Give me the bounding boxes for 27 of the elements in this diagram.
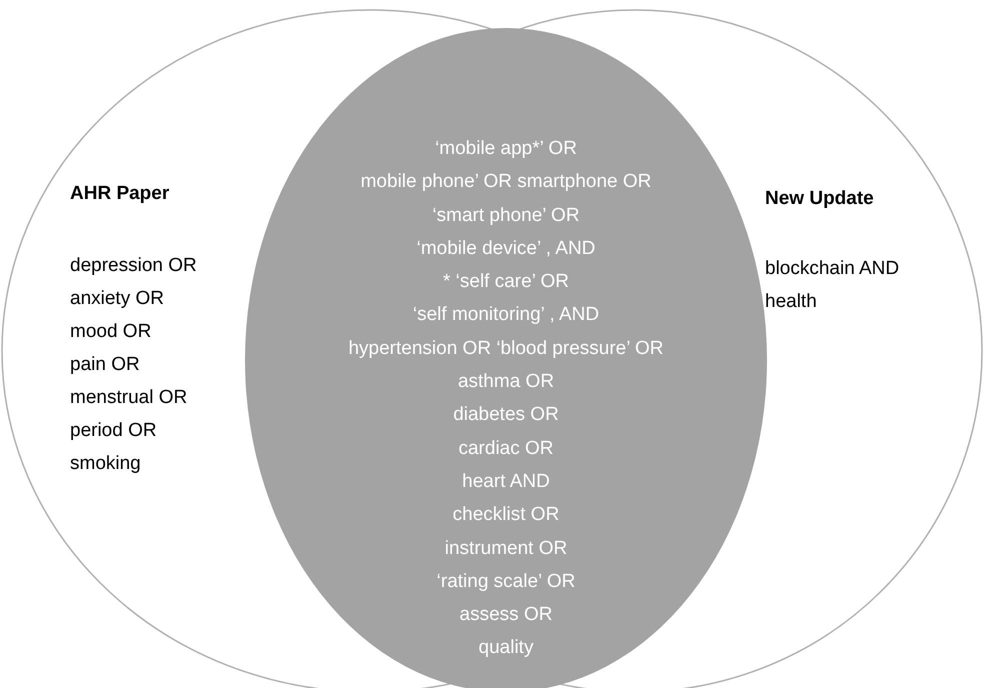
search-term: smoking: [70, 452, 141, 476]
search-term: ‘rating scale’ OR: [436, 570, 576, 594]
search-term: heart AND: [462, 470, 550, 494]
search-term: anxiety OR: [70, 287, 164, 311]
search-term: hypertension OR ‘blood pressure’ OR: [348, 336, 664, 361]
search-term: depression OR: [70, 254, 197, 278]
search-term: * ‘self care’ OR: [443, 270, 569, 294]
search-term: blockchain AND: [765, 257, 900, 281]
search-term: assess OR: [460, 603, 552, 628]
search-term: pain OR: [70, 353, 140, 377]
search-term: mobile phone’ OR smartphone OR: [360, 170, 652, 194]
set-heading: AHR Paper: [70, 182, 170, 206]
search-term: mood OR: [70, 320, 152, 344]
set-heading: New Update: [765, 187, 874, 211]
search-term: health: [765, 290, 817, 314]
search-term: ‘smart phone’ OR: [432, 204, 580, 228]
search-term: asthma OR: [458, 370, 554, 394]
search-term: menstrual OR: [70, 386, 188, 410]
search-term: ‘mobile device’ , AND: [416, 236, 596, 261]
search-term: cardiac OR: [458, 436, 554, 461]
search-term: ‘mobile app*’ OR: [435, 137, 577, 161]
search-term: checklist OR: [452, 503, 560, 528]
search-term: diabetes OR: [453, 403, 559, 428]
search-term: quality: [478, 636, 534, 660]
search-term: period OR: [70, 419, 157, 443]
search-term: ‘self monitoring’ , AND: [412, 303, 600, 328]
search-term: instrument OR: [444, 536, 568, 561]
